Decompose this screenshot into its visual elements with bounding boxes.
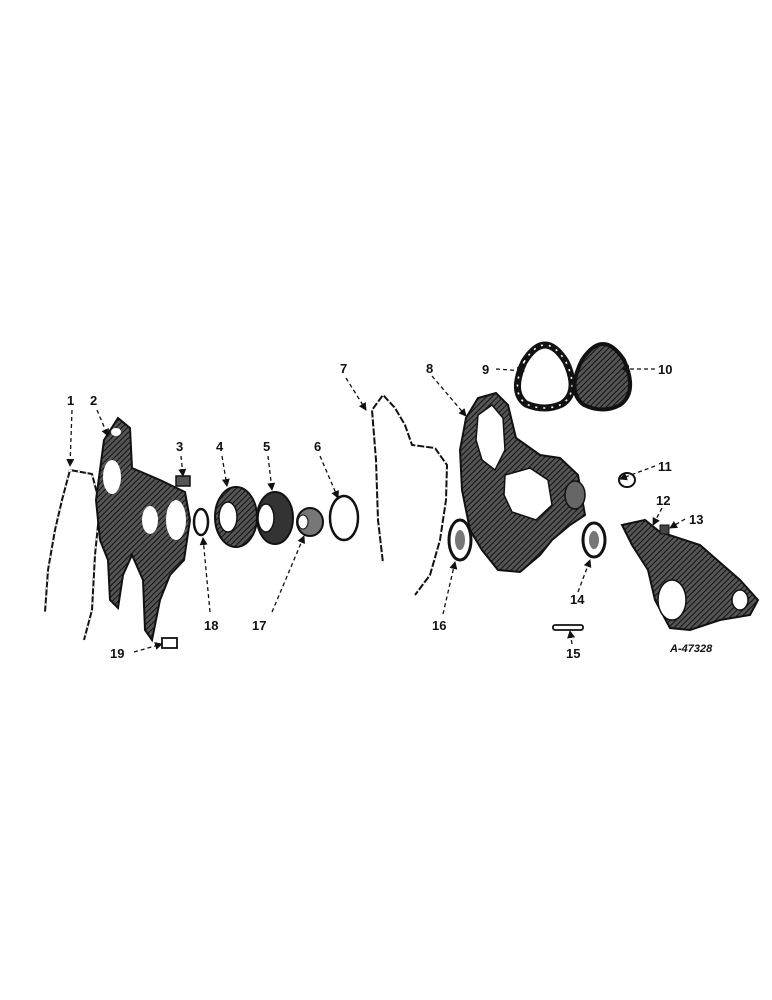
callout-6: 6	[314, 439, 321, 454]
part-10-cover-plate	[572, 342, 632, 412]
callout-9: 9	[482, 362, 489, 377]
part-14-seal	[581, 521, 607, 559]
leader-lines	[66, 365, 686, 653]
callout-10: 10	[658, 362, 672, 377]
part-2-front-plate	[94, 416, 192, 643]
callout-15: 15	[566, 646, 580, 661]
part-1-gasket	[44, 469, 102, 641]
figure-reference-number: A-47328	[669, 643, 713, 655]
part-13-bolt	[659, 524, 670, 535]
part-4-gear	[214, 486, 258, 548]
callout-17: 17	[252, 618, 266, 633]
part-9-gasket-ring	[514, 341, 576, 412]
callout-1: 1	[67, 393, 74, 408]
part-12-bracket	[620, 518, 760, 632]
callout-5: 5	[263, 439, 270, 454]
part-3-key	[175, 475, 191, 487]
callout-18: 18	[204, 618, 218, 633]
callout-11: 11	[658, 459, 672, 474]
part-8-cover	[458, 391, 587, 574]
callout-16: 16	[432, 618, 446, 633]
callout-3: 3	[176, 439, 183, 454]
part-17-hub	[296, 507, 324, 537]
callout-7: 7	[340, 361, 347, 376]
callout-2: 2	[90, 393, 97, 408]
part-15-pin	[552, 624, 584, 631]
callout-19: 19	[110, 646, 124, 661]
part-19-clip	[161, 637, 178, 649]
callout-13: 13	[689, 512, 703, 527]
callout-labels: 1 2 3 4 5 6 7 8 9 10 11 12 13 14 15 16 1…	[67, 361, 703, 661]
part-6-snap-ring	[328, 494, 360, 542]
callout-8: 8	[426, 361, 433, 376]
callout-14: 14	[570, 592, 585, 607]
callout-12: 12	[656, 493, 670, 508]
part-5-bearing	[256, 491, 294, 545]
callout-4: 4	[216, 439, 224, 454]
part-7-gasket	[370, 393, 449, 596]
part-16-seal	[447, 518, 473, 562]
part-11-plug	[618, 472, 636, 488]
part-18-washer	[192, 507, 210, 537]
